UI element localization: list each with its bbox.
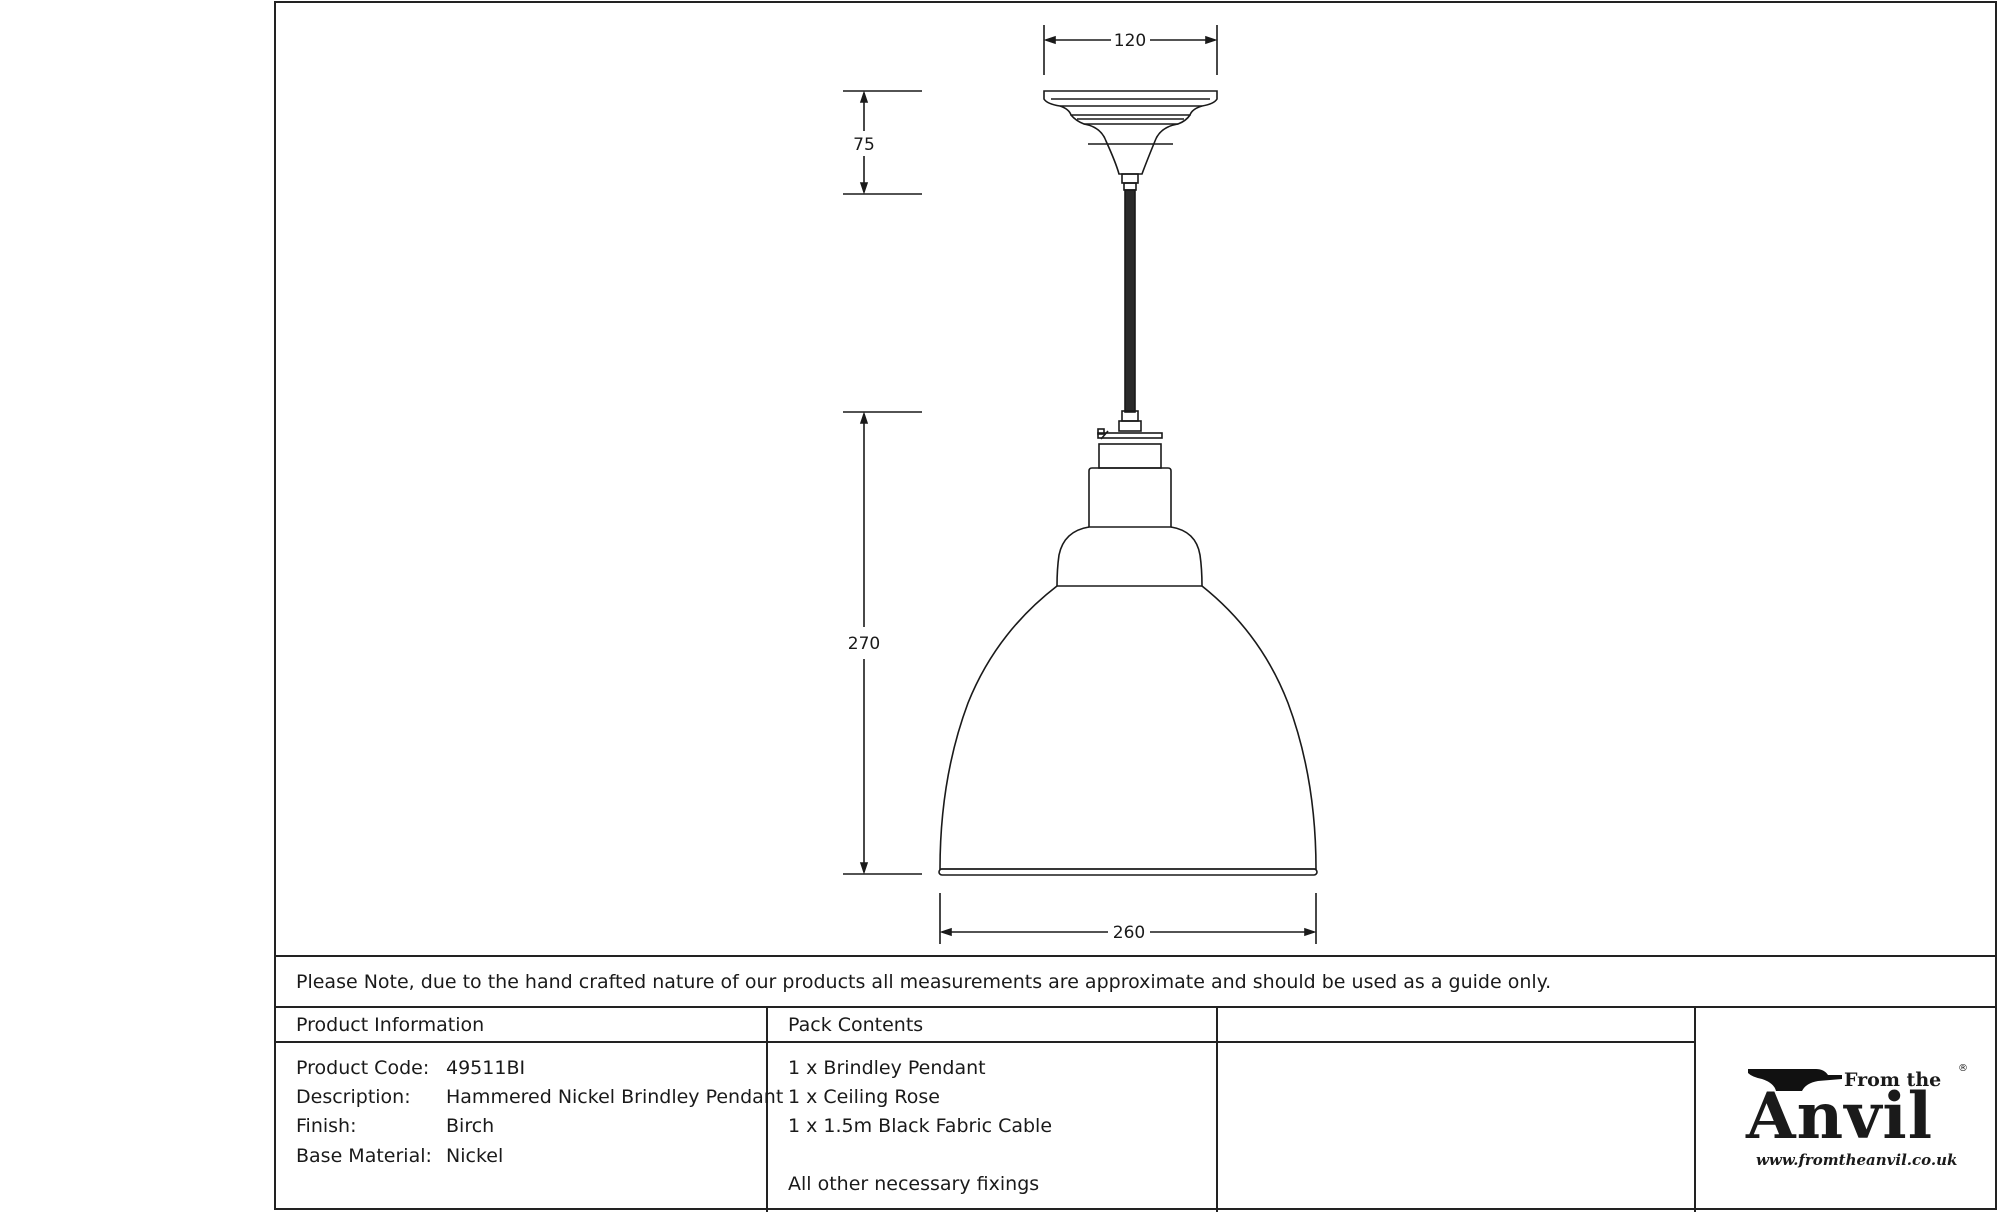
info-table: Product Information Product Code: 49511BI… bbox=[276, 1008, 1995, 1212]
measurement-note-row: Please Note, due to the hand crafted nat… bbox=[276, 955, 1995, 1008]
description-row: Description: Hammered Nickel Brindley Pen… bbox=[296, 1086, 783, 1108]
description-label: Description: bbox=[296, 1086, 411, 1108]
dimension-shade-height: 270 bbox=[848, 634, 880, 654]
dimension-rose-height: 75 bbox=[853, 135, 875, 155]
base-material-label: Base Material: bbox=[296, 1145, 432, 1167]
pack-contents-header: Pack Contents bbox=[768, 1008, 1216, 1043]
empty-column bbox=[1218, 1008, 1696, 1212]
product-code-value: 49511BI bbox=[446, 1057, 526, 1079]
base-material-row: Base Material: Nickel bbox=[296, 1145, 503, 1167]
product-code-row: Product Code: 49511BI bbox=[296, 1057, 525, 1079]
empty-column-header bbox=[1218, 1008, 1694, 1043]
finish-row: Finish: Birch bbox=[296, 1115, 494, 1137]
pack-item: 1 x Brindley Pendant bbox=[788, 1057, 986, 1079]
logo-registered-mark: ® bbox=[1958, 1063, 1968, 1074]
product-information-header: Product Information bbox=[276, 1008, 766, 1043]
logo-url: www.fromtheanvil.co.uk bbox=[1756, 1151, 1958, 1169]
description-value: Hammered Nickel Brindley Pendant bbox=[446, 1086, 784, 1108]
measurement-note: Please Note, due to the hand crafted nat… bbox=[296, 971, 1552, 993]
pack-item: 1 x 1.5m Black Fabric Cable bbox=[788, 1115, 1053, 1137]
dimension-shade-width: 260 bbox=[1113, 923, 1145, 943]
pack-item: 1 x Ceiling Rose bbox=[788, 1086, 940, 1108]
product-information-column: Product Information Product Code: 49511BI… bbox=[276, 1008, 783, 1212]
pack-contents-title: Pack Contents bbox=[788, 1014, 924, 1036]
pack-item: All other necessary fixings bbox=[788, 1173, 1040, 1195]
base-material-value: Nickel bbox=[446, 1145, 504, 1167]
finish-value: Birch bbox=[446, 1115, 495, 1137]
product-code-label: Product Code: bbox=[296, 1057, 430, 1079]
pendant-line-drawing: 120 75 270 260 bbox=[843, 25, 1318, 944]
dimension-rose-width: 120 bbox=[1114, 31, 1146, 51]
finish-label: Finish: bbox=[296, 1115, 357, 1137]
anvil-icon bbox=[1748, 1069, 1842, 1091]
drawing-area: 120 75 270 260 bbox=[276, 3, 1995, 955]
pack-contents-column: Pack Contents 1 x Brindley Pendant 1 x C… bbox=[768, 1008, 1218, 1212]
logo-from-the: From the bbox=[1844, 1069, 1942, 1091]
from-the-anvil-logo: From the Anvil ® www.fromtheanvil.co.uk bbox=[1746, 1063, 1968, 1169]
technical-drawing-sheet: 120 75 270 260 Please Note, due to the h… bbox=[274, 1, 1997, 1212]
logo-brand: Anvil bbox=[1746, 1079, 1933, 1154]
logo-column: From the Anvil ® www.fromtheanvil.co.uk bbox=[1696, 1008, 1999, 1212]
product-information-title: Product Information bbox=[296, 1014, 485, 1036]
